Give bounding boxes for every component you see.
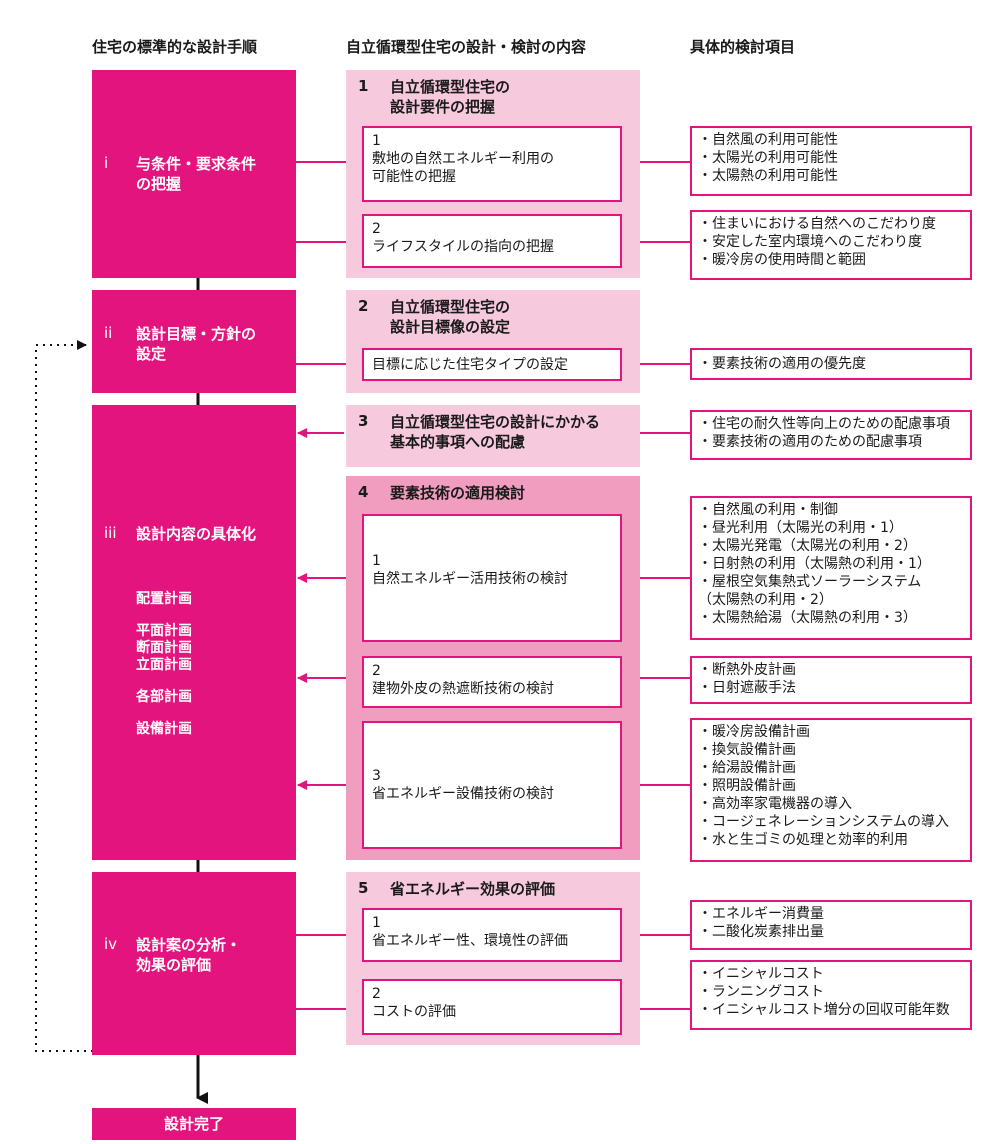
header-specific-items: 具体的検討項目 <box>690 38 796 56</box>
detail-costs: ・イニシャルコスト ・ランニングコスト ・イニシャルコスト増分の回収可能年数 <box>690 960 972 1030</box>
detail-line: ・住宅の耐久性等向上のための配慮事項 <box>698 416 950 432</box>
sub-item-siting: 配置計画 <box>136 591 192 607</box>
header-design-content: 自立循環型住宅の設計・検討の内容 <box>346 38 587 56</box>
step-iii: iii 設計内容の具体化 配置計画 平面計画 断面計画 立面計画 各部計画 設備… <box>92 405 296 860</box>
step-ii: ii 設計目標・方針の 設定 <box>92 290 296 393</box>
item-number: 1 <box>372 133 381 149</box>
item-text: 可能性の把握 <box>372 169 456 185</box>
step-number: ii <box>104 324 113 342</box>
item-text: 建物外皮の熱遮断技術の検討 <box>372 681 554 697</box>
sub-item-section: 断面計画 <box>136 640 192 656</box>
detail-line: ・照明設備計画 <box>698 778 796 794</box>
step-number: iii <box>104 524 117 542</box>
step-title: 設計内容の具体化 <box>136 525 257 543</box>
panel-title: 要素技術の適用検討 <box>390 484 526 502</box>
detail-natural-energy: ・自然風の利用・制御 ・昼光利用（太陽光の利用・1） ・太陽光発電（太陽光の利用… <box>690 496 972 640</box>
detail-line: ・水と生ゴミの処理と効率的利用 <box>698 832 908 848</box>
detail-line: ・給湯設備計画 <box>698 760 796 776</box>
item-text: コストの評価 <box>372 1004 456 1020</box>
detail-line: ・暖冷房設備計画 <box>698 724 810 740</box>
item-number: 1 <box>372 553 381 569</box>
detail-line: ・太陽光発電（太陽光の利用・2） <box>698 538 917 554</box>
panel-number: 4 <box>358 483 369 501</box>
detail-line: ・要素技術の適用の優先度 <box>698 356 866 372</box>
detail-line: ・高効率家電機器の導入 <box>698 796 852 812</box>
step-iv: iv 設計案の分析・ 効果の評価 <box>92 872 296 1055</box>
detail-line: ・イニシャルコスト <box>698 966 824 982</box>
detail-line: ・住まいにおける自然へのこだわり度 <box>698 216 936 232</box>
detail-priority: ・要素技術の適用の優先度 <box>690 348 972 380</box>
item-number: 1 <box>372 915 381 931</box>
item-text: ライフスタイルの指向の把握 <box>372 239 554 255</box>
detail-line: ・ランニングコスト <box>698 984 824 1000</box>
detail-considerations: ・住宅の耐久性等向上のための配慮事項 ・要素技術の適用のための配慮事項 <box>690 410 972 460</box>
sub-item-elevation: 立面計画 <box>136 657 192 673</box>
detail-line: ・日射遮蔽手法 <box>698 680 796 696</box>
detail-line: ・換気設備計画 <box>698 742 796 758</box>
detail-line: ・要素技術の適用のための配慮事項 <box>698 434 922 450</box>
detail-line: ・暖冷房の使用時間と範囲 <box>698 252 866 268</box>
sub-item-floor-plan: 平面計画 <box>136 623 192 639</box>
detail-line: ・太陽熱の利用可能性 <box>698 168 838 184</box>
detail-lifestyle: ・住まいにおける自然へのこだわり度 ・安定した室内環境へのこだわり度 ・暖冷房の… <box>690 210 972 280</box>
panel-number: 1 <box>358 77 369 95</box>
item-text: 省エネルギー性、環境性の評価 <box>372 933 568 949</box>
step-title: 設計目標・方針の 設定 <box>136 325 257 363</box>
panel-3: 3 自立循環型住宅の設計にかかる 基本的事項への配慮 <box>346 405 640 467</box>
detail-line: ・昼光利用（太陽光の利用・1） <box>698 520 903 536</box>
detail-envelope: ・断熱外皮計画 ・日射遮蔽手法 <box>690 656 972 704</box>
panel-number: 2 <box>358 297 369 315</box>
detail-equipment: ・暖冷房設備計画 ・換気設備計画 ・給湯設備計画 ・照明設備計画 ・高効率家電機… <box>690 718 972 862</box>
detail-line: ・イニシャルコスト増分の回収可能年数 <box>698 1002 950 1018</box>
detail-site-potential: ・自然風の利用可能性 ・太陽光の利用可能性 ・太陽熱の利用可能性 <box>690 126 972 196</box>
item-energy-eval: 1 省エネルギー性、環境性の評価 <box>362 908 622 962</box>
item-text: 省エネルギー設備技術の検討 <box>372 786 554 802</box>
step-number: iv <box>104 935 118 953</box>
item-site-natural-energy: 1 敷地の自然エネルギー利用の 可能性の把握 <box>362 126 622 202</box>
detail-line: （太陽熱の利用・2） <box>698 592 833 608</box>
detail-line: ・日射熱の利用（太陽熱の利用・1） <box>698 556 931 572</box>
step-title: 設計案の分析・ 効果の評価 <box>136 936 242 974</box>
step-number: i <box>104 154 109 172</box>
item-number: 2 <box>372 986 381 1002</box>
panel-number: 3 <box>358 412 369 430</box>
detail-line: ・コージェネレーションシステムの導入 <box>698 814 950 830</box>
sub-item-equipment: 設備計画 <box>136 721 192 737</box>
panel-title: 自立循環型住宅の設計にかかる 基本的事項への配慮 <box>390 413 601 451</box>
item-text: 敷地の自然エネルギー利用の <box>372 151 554 167</box>
detail-line: ・太陽光の利用可能性 <box>698 150 838 166</box>
item-natural-energy-tech: 1 自然エネルギー活用技術の検討 <box>362 514 622 642</box>
detail-line: ・屋根空気集熱式ソーラーシステム <box>698 574 922 590</box>
step-design-complete: 設計完了 <box>92 1108 296 1140</box>
item-number: 2 <box>372 663 381 679</box>
detail-line: ・安定した室内環境へのこだわり度 <box>698 234 922 250</box>
item-lifestyle: 2 ライフスタイルの指向の把握 <box>362 214 622 268</box>
step-i: i 与条件・要求条件 の把握 <box>92 70 296 278</box>
sub-item-details: 各部計画 <box>136 689 192 705</box>
detail-line: ・自然風の利用・制御 <box>698 502 838 518</box>
detail-line: ・自然風の利用可能性 <box>698 132 838 148</box>
panel-title: 省エネルギー効果の評価 <box>390 880 556 898</box>
item-equipment-tech: 3 省エネルギー設備技術の検討 <box>362 721 622 849</box>
item-house-type: 目標に応じた住宅タイプの設定 <box>362 348 622 381</box>
detail-line: ・エネルギー消費量 <box>698 906 824 922</box>
item-number: 2 <box>372 221 381 237</box>
item-text: 目標に応じた住宅タイプの設定 <box>372 357 568 373</box>
panel-title: 自立循環型住宅の 設計目標像の設定 <box>390 298 511 336</box>
item-text: 自然エネルギー活用技術の検討 <box>372 571 568 587</box>
detail-line: ・断熱外皮計画 <box>698 662 796 678</box>
item-cost-eval: 2 コストの評価 <box>362 979 622 1035</box>
item-number: 3 <box>372 768 381 784</box>
detail-line: ・太陽熱給湯（太陽熱の利用・3） <box>698 610 917 626</box>
header-design-procedure: 住宅の標準的な設計手順 <box>92 38 258 56</box>
panel-title: 自立循環型住宅の 設計要件の把握 <box>390 78 511 116</box>
step-title: 与条件・要求条件 の把握 <box>136 155 257 193</box>
item-envelope-tech: 2 建物外皮の熱遮断技術の検討 <box>362 656 622 708</box>
detail-line: ・二酸化炭素排出量 <box>698 924 824 940</box>
detail-energy-co2: ・エネルギー消費量 ・二酸化炭素排出量 <box>690 900 972 950</box>
panel-number: 5 <box>358 879 369 897</box>
